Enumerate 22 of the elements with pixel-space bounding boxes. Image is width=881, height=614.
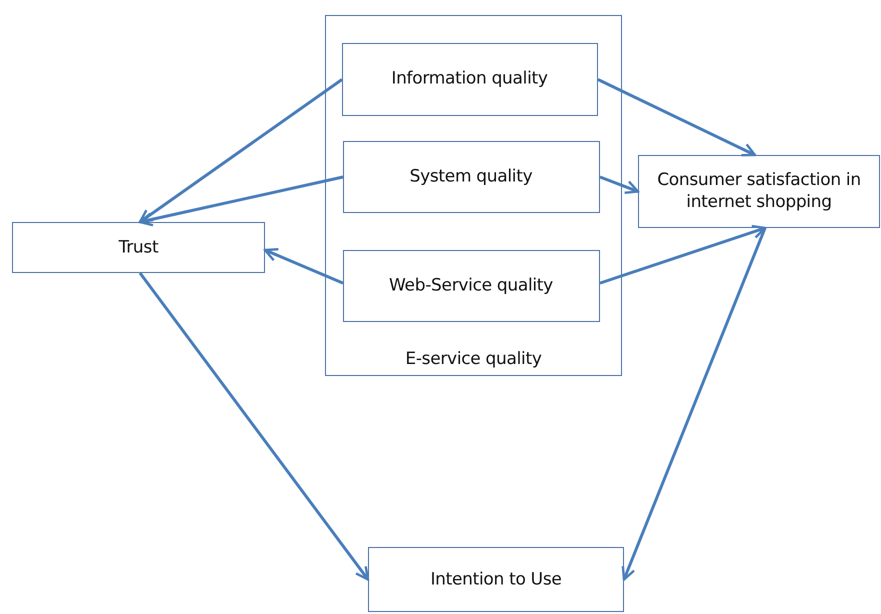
arrow	[138, 176, 344, 226]
arrow	[600, 224, 766, 285]
arrow	[138, 78, 343, 224]
process-box	[12, 222, 265, 273]
arrow	[599, 176, 640, 194]
process-box	[638, 155, 880, 228]
process-box	[342, 42, 598, 116]
node-label: Trust	[118, 236, 160, 259]
process-box	[368, 547, 624, 612]
arrow	[138, 272, 370, 581]
process-box	[342, 250, 600, 322]
node-label: Intention to Use	[429, 568, 563, 591]
arrow	[622, 227, 766, 581]
node-label: System quality	[408, 165, 534, 188]
process-box	[342, 140, 600, 212]
node-label: Consumer satisfaction in internet shopping	[656, 168, 862, 214]
arrow	[597, 78, 756, 156]
node-label: Information quality	[390, 68, 549, 90]
node-label: E-service quality	[404, 348, 543, 371]
arrow	[264, 248, 344, 284]
node-label: Web-Service quality	[388, 274, 554, 297]
group-box	[325, 15, 622, 376]
